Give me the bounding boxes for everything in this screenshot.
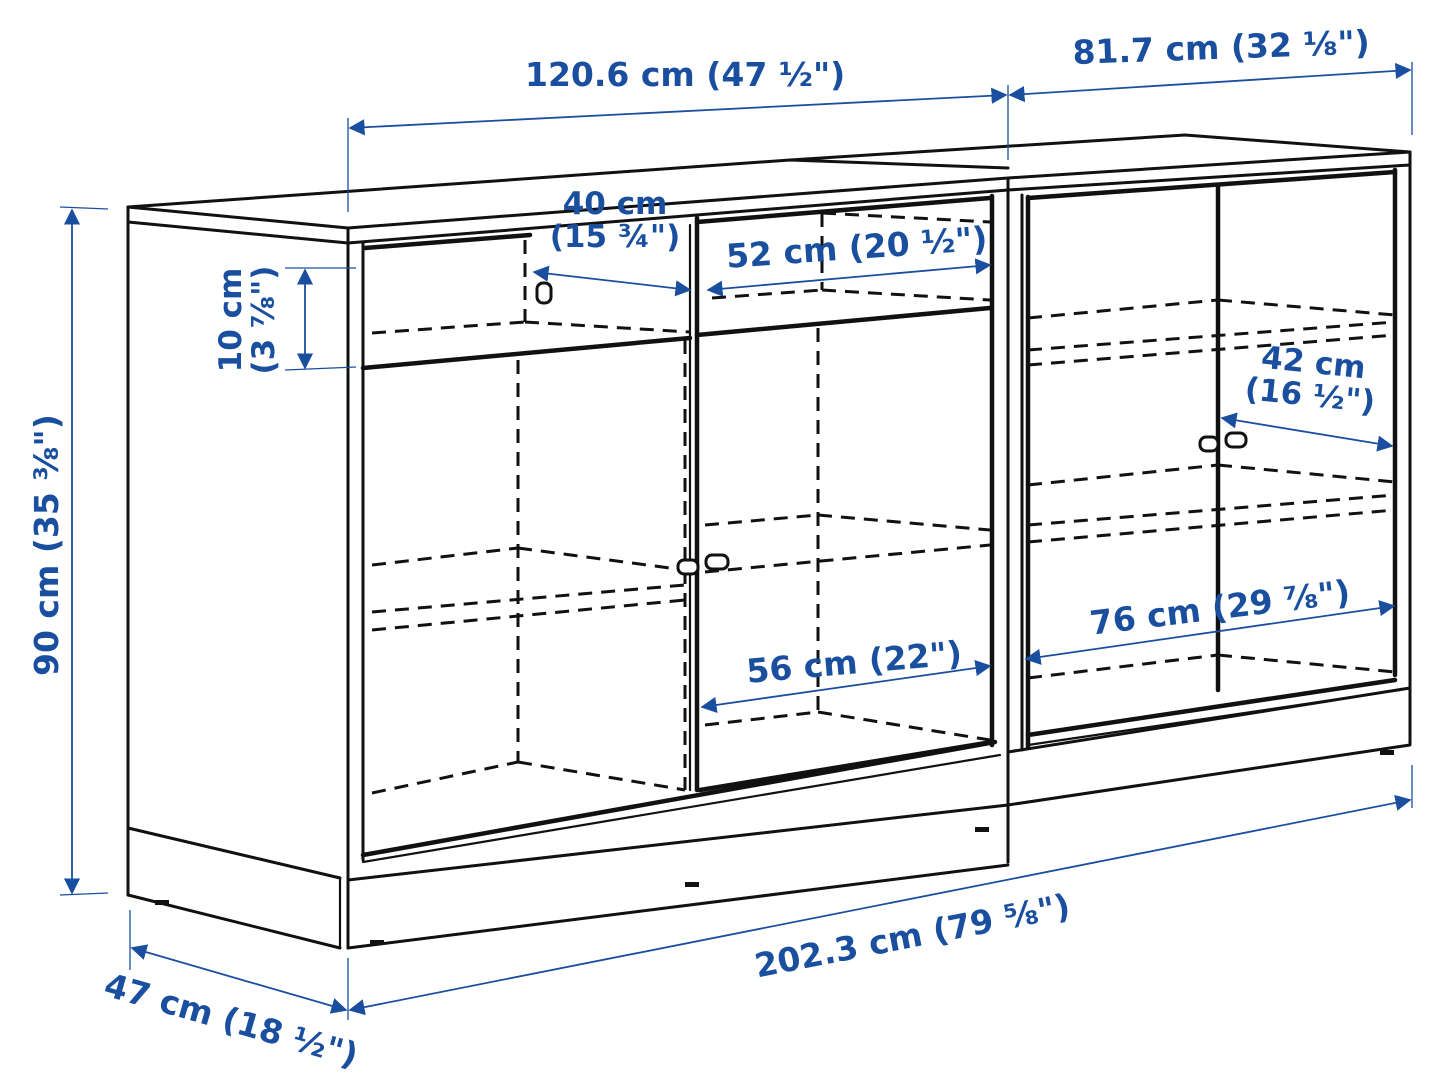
- right-shelf-depth-label: 42 cm (16 ½"): [1241, 340, 1382, 420]
- right-cabinet: [788, 133, 1412, 864]
- height-label: 90 cm (35 ⅜"): [27, 414, 66, 676]
- drawer-depth-label: 40 cm (15 ¾"): [545, 188, 685, 253]
- drawer-height-cm: 10 cm: [213, 267, 249, 373]
- drawer-depth-cm: 40 cm: [562, 186, 668, 222]
- drawer-height-in: (3 ⅞"): [245, 265, 282, 375]
- drawer-height-label: 10 cm (3 ⅞"): [213, 265, 282, 375]
- door-knob-icon: [676, 553, 730, 576]
- drawer-depth-in: (15 ¾"): [549, 218, 681, 255]
- right-width-label: 81.7 cm (32 ⅛"): [1071, 22, 1371, 72]
- dimension-lines: [59, 62, 1413, 1020]
- drawer-knob-icon: [535, 281, 553, 305]
- left-width-label: 120.6 cm (47 ½"): [525, 55, 846, 94]
- door-knob-icon: [1198, 431, 1248, 453]
